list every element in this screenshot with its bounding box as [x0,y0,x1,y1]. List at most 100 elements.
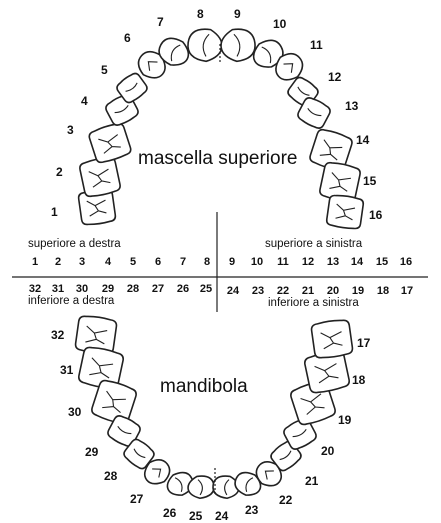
upper-tooth [79,156,121,198]
lower-tooth-fissure [89,357,114,379]
upper-tooth-fissure [86,199,107,217]
upper-tooth [252,39,284,68]
lower-arch-label: 19 [338,413,352,427]
upper-arch-label: 8 [197,7,204,21]
upper-row-number: 14 [351,256,364,268]
lower-tooth [74,315,118,355]
lower-arch-label: 29 [85,445,99,459]
lower-tooth-fissure [152,468,162,478]
upper-row-number: 15 [376,256,388,268]
upper-row-number: 8 [204,256,210,268]
lower-tooth [310,319,354,359]
upper-tooth-outline [158,37,190,66]
lower-tooth-outline [310,319,354,359]
lower-tooth-fissure [174,477,183,492]
upper-arch-label: 5 [101,63,108,77]
lower-tooth-fissure [197,479,203,496]
upper-arch-label: 10 [273,17,287,31]
upper-tooth [325,194,365,230]
upper-tooth-fissure [307,108,322,117]
lower-arch-label: 20 [321,444,335,458]
lower-tooth-fissure [314,363,339,384]
upper-tooth-fissure [283,63,294,73]
upper-tooth-fissure [170,44,181,62]
upper-row-number: 12 [302,256,314,268]
upper-tooth-outline [297,97,331,129]
lower-arch-label: 24 [215,509,229,523]
lower-arch-label: 22 [279,493,293,507]
lower-row-number: 27 [152,283,164,295]
upper-tooth-fissure [329,172,351,192]
upper-row-number: 2 [55,256,61,268]
lower-arch-label: 25 [189,509,203,523]
upper-row-number: 4 [105,256,112,268]
upper-row-number: 1 [32,256,38,268]
lower-arch-label: 18 [352,373,366,387]
upper-arch-label: 4 [81,94,88,108]
upper-tooth-outline [88,122,132,164]
upper-tooth [116,72,148,104]
lower-tooth [107,415,141,447]
upper-arch-label: 15 [363,174,377,188]
upper-arch-label: 13 [345,99,359,113]
lower-tooth-fissure [133,448,146,459]
lower-arch-teeth [74,315,354,500]
lower-row-number: 17 [401,285,413,297]
lower-row-number: 29 [102,283,114,295]
lower-tooth-fissure [117,426,132,435]
lower-tooth-fissure [320,331,343,350]
lower-arch-label: 28 [104,469,118,483]
upper-tooth-fissure [202,33,210,57]
lower-row-number: 19 [352,285,364,297]
upper-row-number: 9 [229,256,235,268]
lower-tooth [166,471,194,496]
lower-row-number: 18 [377,285,389,297]
upper-arch-number-labels: 1 2 3 4 5 6 7 8 9 10 11 12 13 14 15 16 [51,7,383,222]
lower-tooth-fissure [292,429,307,438]
upper-tooth-fissure [319,139,343,161]
lower-tooth-fissure [264,470,274,480]
upper-row-number: 3 [79,256,85,268]
quadrant-upper-left: superiore a sinistra [265,238,363,250]
upper-tooth-outline [187,28,223,63]
upper-tooth-fissure [233,33,241,57]
upper-tooth [297,97,331,129]
lower-row-number: 22 [277,285,289,297]
lower-tooth-fissure [85,325,108,345]
lower-tooth [123,438,155,470]
lower-arch-label: 31 [60,363,74,377]
lower-row-number: 24 [227,285,240,297]
upper-arch-teeth [77,28,365,230]
lower-tooth-outline [166,471,194,496]
upper-tooth [220,28,256,63]
upper-row-number: 5 [130,256,136,268]
lower-tooth-outline [123,438,155,470]
upper-tooth [158,37,190,66]
lower-arch-number-labels: 32 31 30 29 28 27 26 25 24 23 22 21 20 1… [51,328,371,523]
lower-tooth-outline [234,471,262,496]
upper-tooth-outline [325,194,365,230]
upper-tooth-outline [275,52,304,81]
upper-arch-label: 16 [369,208,383,222]
lower-row-number: 20 [327,285,339,297]
upper-arch-label: 3 [67,123,74,137]
upper-arch-label: 9 [234,7,241,21]
lower-tooth-fissure [245,477,254,492]
upper-row-number: 16 [400,256,412,268]
lower-row-number: 23 [252,285,264,297]
upper-tooth-fissure [114,105,129,114]
lower-arch-label: 21 [305,474,319,488]
lower-tooth [91,379,137,425]
upper-row-number: 6 [155,256,161,268]
upper-tooth-fissure [88,168,111,188]
lower-row-number: 26 [177,283,189,295]
lower-tooth-outline [212,475,240,500]
upper-number-row: 1 2 3 4 5 6 7 8 9 10 11 12 13 14 15 16 [32,256,412,268]
upper-tooth-outline [220,28,256,63]
lower-row-number: 21 [302,285,314,297]
lower-tooth-fissure [224,479,230,496]
lower-tooth-outline [107,415,141,447]
quadrant-lower-right: inferiore a destra [28,295,115,307]
quadrant-lower-left: inferiore a sinistra [268,297,359,309]
lower-jaw-title: mandibola [160,376,248,397]
